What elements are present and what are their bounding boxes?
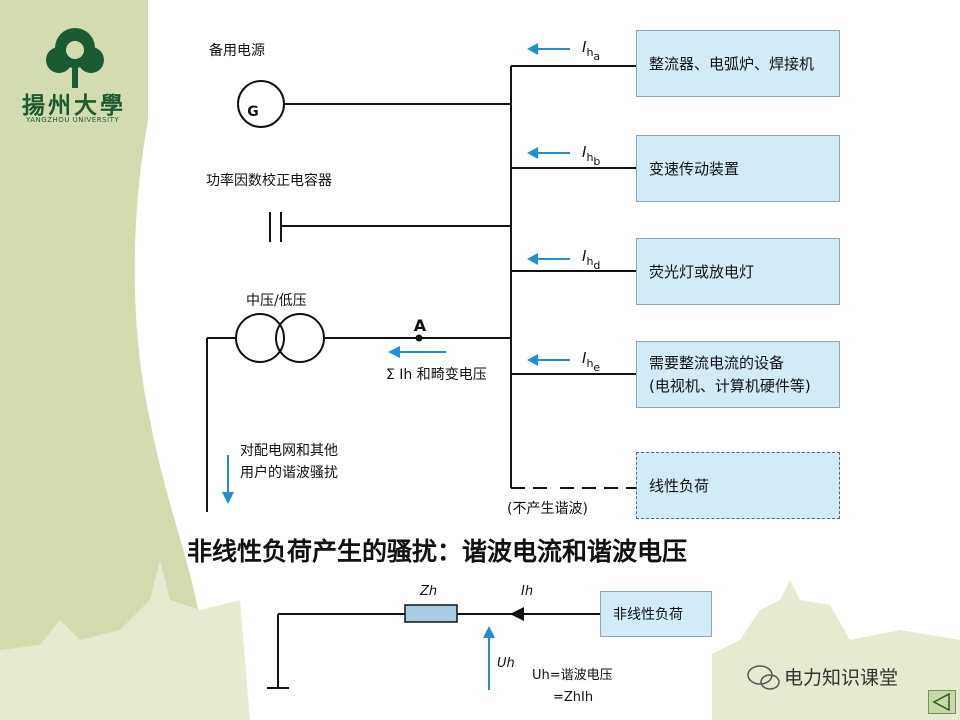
disturbance-label-1: 对配电网和其他 — [240, 443, 338, 459]
equivalent-current-label: Ih — [521, 584, 534, 599]
equation-line-1: Uh=谐波电压 — [532, 668, 613, 683]
current-arrow — [510, 607, 524, 621]
equation-line-2: =ZhIh — [553, 690, 594, 705]
triangle-left-icon — [932, 692, 950, 712]
generator-label: G — [247, 104, 259, 120]
disturbance-label-2: 用户的谐波骚扰 — [240, 465, 338, 481]
current-label-a: Iha — [582, 38, 601, 63]
backup-power-label: 备用电源 — [209, 43, 265, 59]
skyline-left — [0, 560, 250, 720]
slide-title: 非线性负荷产生的骚扰：谐波电流和谐波电压 — [187, 537, 688, 566]
current-label-e: Ihe — [582, 349, 601, 374]
impedance-label: Zh — [420, 584, 438, 599]
transformer-label: 中压/低压 — [246, 293, 307, 309]
logo-name: 揚州大學 — [22, 92, 126, 119]
current-label-d: Ihd — [582, 247, 601, 272]
equivalent-load-box: 非线性负荷 — [600, 591, 712, 637]
load-box-rectified-equipment: 需要整流电流的设备 (电视机、计算机硬件等) — [636, 341, 840, 408]
load-box-rectifier: 整流器、电弧炉、焊接机 — [636, 30, 840, 97]
load-box-lamp: 荧光灯或放电灯 — [636, 238, 840, 305]
load-box-linear: 线性负荷 — [636, 452, 840, 519]
node-a-dot — [415, 334, 423, 342]
previous-slide-button[interactable] — [928, 690, 956, 714]
current-label-b: Ihb — [582, 143, 601, 168]
impedance-symbol — [404, 604, 458, 623]
sidebar-shape — [0, 0, 200, 720]
capacitor-label: 功率因数校正电容器 — [206, 173, 332, 189]
no-harmonic-label: (不产生谐波) — [507, 501, 588, 517]
watermark-text: 电力知识课堂 — [784, 667, 899, 689]
node-a-label: A — [414, 316, 427, 335]
voltage-arrow-head — [483, 626, 495, 638]
logo-subtitle: YANGZHOU UNIVERSITY — [26, 116, 120, 124]
voltage-label: Uh — [497, 656, 515, 671]
sum-harmonic-label: Σ Ih 和畸变电压 — [386, 367, 487, 383]
load-box-drive: 变速传动装置 — [636, 135, 840, 202]
